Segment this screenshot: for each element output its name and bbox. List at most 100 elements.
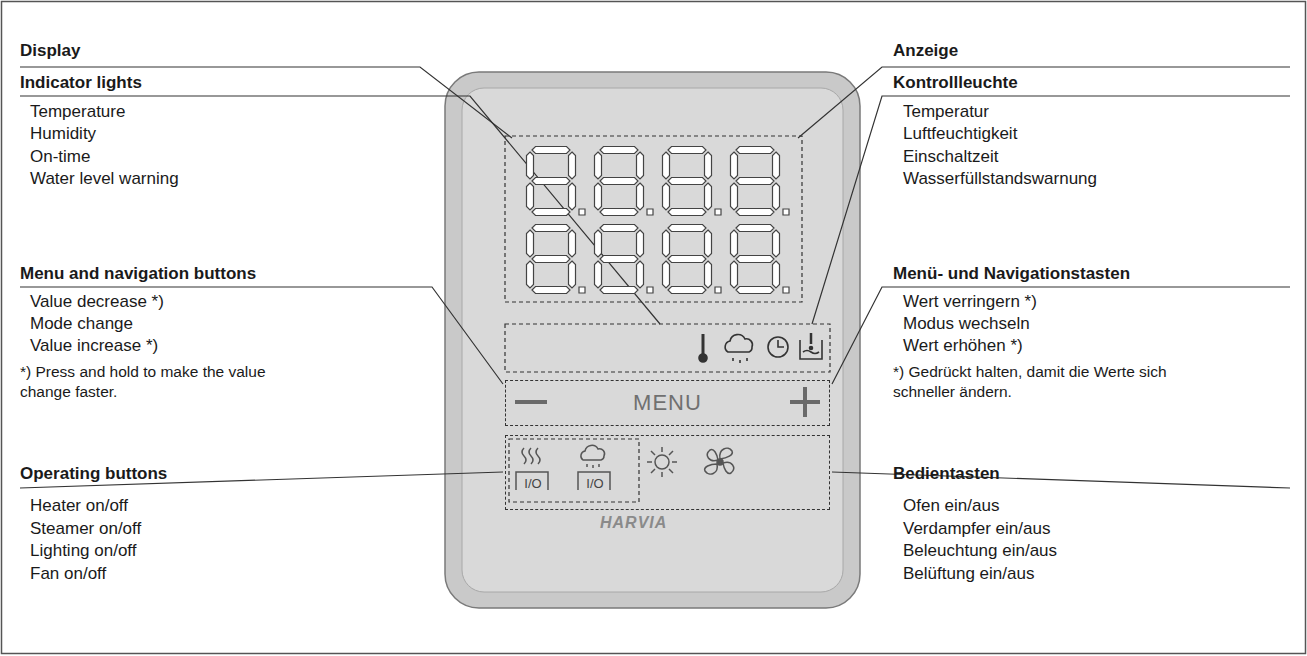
- segment: [637, 230, 644, 257]
- segment: [600, 209, 638, 216]
- description-text: Fan on/off: [30, 563, 106, 584]
- panel-face: [462, 88, 843, 592]
- segment: [532, 209, 570, 216]
- segment: [731, 230, 738, 257]
- description-text: Lighting on/off: [30, 540, 137, 561]
- segment: [595, 261, 602, 288]
- description-text: *) Gedrückt halten, damit die Werte sich…: [893, 362, 1178, 402]
- description-text: Value increase *): [30, 335, 158, 356]
- menu-button-text: MENU: [633, 390, 702, 416]
- segment: [647, 209, 653, 215]
- section-heading: Kontrollleuchte: [893, 72, 1018, 93]
- section-heading: Anzeige: [893, 40, 958, 61]
- seven-segment-display: [527, 147, 790, 294]
- segment: [705, 261, 712, 288]
- description-text: Wert verringern *): [903, 291, 1037, 312]
- description-text: Water level warning: [30, 168, 179, 189]
- segment: [736, 287, 774, 294]
- description-text: Einschaltzeit: [903, 146, 998, 167]
- segment: [600, 178, 638, 185]
- segment: [569, 230, 576, 257]
- segment: [532, 147, 570, 154]
- segment: [532, 225, 570, 232]
- section-heading: Operating buttons: [20, 463, 167, 484]
- section-heading: Bedientasten: [893, 463, 1000, 484]
- segment: [569, 152, 576, 179]
- segment: [637, 183, 644, 210]
- segment: [715, 287, 721, 293]
- segment: [773, 261, 780, 288]
- description-text: Wert erhöhen *): [903, 335, 1023, 356]
- description-text: *) Press and hold to make the value chan…: [20, 362, 305, 402]
- leader-lines: [20, 67, 1290, 488]
- section-heading: Menu and navigation buttons: [20, 263, 256, 284]
- segment: [668, 256, 706, 263]
- segment: [736, 178, 774, 185]
- segment: [663, 152, 670, 179]
- segment: [736, 147, 774, 154]
- segment: [715, 209, 721, 215]
- description-text: Luftfeuchtigkeit: [903, 123, 1017, 144]
- segment: [663, 261, 670, 288]
- segment: [736, 225, 774, 232]
- on-off-text: I/O: [586, 476, 603, 491]
- menu-button-group: MENU: [505, 380, 830, 426]
- segment: [579, 209, 585, 215]
- description-text: Wasserfüllstandswarnung: [903, 168, 1097, 189]
- segment: [527, 183, 534, 210]
- panel-housing: [445, 72, 860, 608]
- segment: [600, 287, 638, 294]
- segment: [532, 178, 570, 185]
- description-text: Value decrease *): [30, 291, 164, 312]
- segment: [705, 183, 712, 210]
- segment: [663, 183, 670, 210]
- segment: [527, 152, 534, 179]
- segment: [637, 152, 644, 179]
- brand-logo: HARVIA: [600, 514, 667, 532]
- segment: [731, 152, 738, 179]
- description-text: Temperature: [30, 101, 125, 122]
- description-text: Ofen ein/aus: [903, 495, 999, 516]
- section-heading: Display: [20, 40, 80, 61]
- description-text: Steamer on/off: [30, 518, 141, 539]
- segment: [527, 261, 534, 288]
- segment: [783, 209, 789, 215]
- segment: [705, 230, 712, 257]
- segment: [773, 183, 780, 210]
- segment: [595, 152, 602, 179]
- description-text: Mode change: [30, 313, 133, 334]
- dashed-group: [505, 136, 830, 502]
- segment: [668, 225, 706, 232]
- description-text: Verdampfer ein/aus: [903, 518, 1050, 539]
- operating-icons: [516, 445, 734, 490]
- section-heading: Indicator lights: [20, 72, 142, 93]
- segment: [595, 230, 602, 257]
- segment: [600, 225, 638, 232]
- description-text: Humidity: [30, 123, 96, 144]
- segment: [600, 256, 638, 263]
- segment: [705, 152, 712, 179]
- segment: [731, 183, 738, 210]
- segment: [731, 261, 738, 288]
- nav-symbols: [515, 387, 820, 417]
- segment: [647, 287, 653, 293]
- description-text: Modus wechseln: [903, 313, 1030, 334]
- segment: [579, 287, 585, 293]
- section-heading: Menü- und Navigationstasten: [893, 263, 1130, 284]
- segment: [773, 230, 780, 257]
- description-text: Temperatur: [903, 101, 989, 122]
- segment: [532, 256, 570, 263]
- segment: [668, 147, 706, 154]
- segment: [532, 287, 570, 294]
- segment: [527, 230, 534, 257]
- operating-button-group: I/OI/O: [505, 435, 830, 510]
- description-text: On-time: [30, 146, 90, 167]
- segment: [600, 147, 638, 154]
- segment: [783, 287, 789, 293]
- segment: [736, 256, 774, 263]
- description-text: Heater on/off: [30, 495, 128, 516]
- segment: [668, 178, 706, 185]
- description-text: Beleuchtung ein/aus: [903, 540, 1057, 561]
